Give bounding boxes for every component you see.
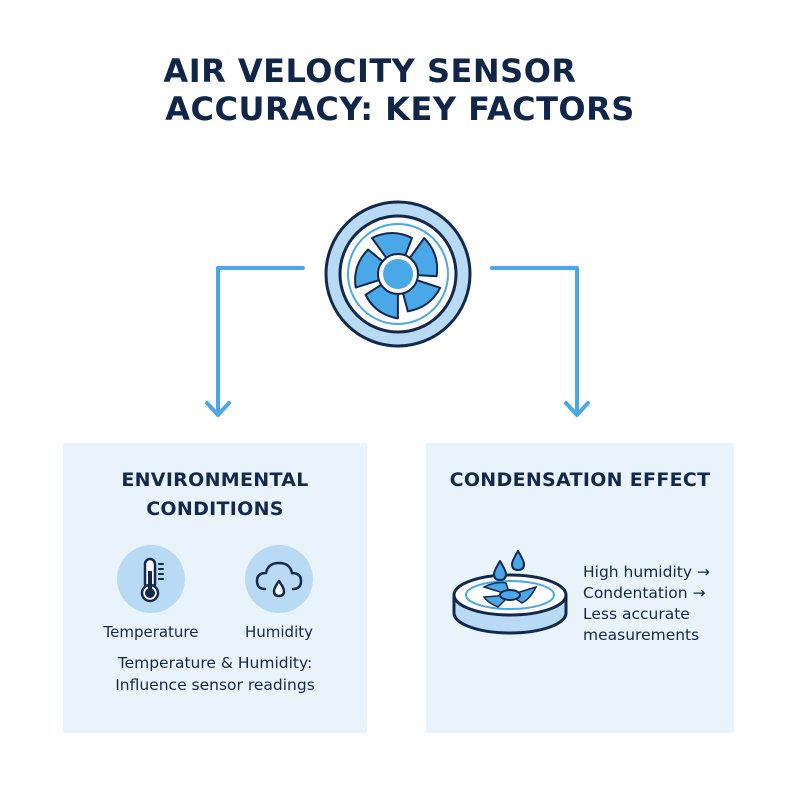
effect-line-2: Condentation → xyxy=(583,584,706,602)
temperature-label: Temperature xyxy=(103,623,199,641)
title-line-2: ACCURACY: KEY FACTORS xyxy=(165,90,635,128)
right-arrow xyxy=(490,266,590,417)
wet-sensor-icon xyxy=(444,543,579,643)
cloud-droplet-icon xyxy=(245,545,313,613)
effect-line-3: Less accurate xyxy=(583,605,690,623)
effect-line-1: High humidity → xyxy=(583,563,710,581)
environmental-caption: Temperature & Humidity: Influence sensor… xyxy=(63,652,367,696)
caption-line-2: Influence sensor readings xyxy=(115,676,315,694)
caption-line-1: Temperature & Humidity: xyxy=(117,654,313,672)
page-title: AIR VELOCITY SENSOR ACCURACY: KEY FACTOR… xyxy=(0,52,800,128)
title-line-1: AIR VELOCITY SENSOR xyxy=(163,52,577,90)
thermometer-icon xyxy=(117,545,185,613)
effect-line-4: measurements xyxy=(583,626,700,644)
condensation-effect-panel: CONDENSATION EFFECT High humidi xyxy=(426,443,734,733)
heading-line-1: ENVIRONMENTAL xyxy=(121,469,309,491)
heading-line-2: CONDITIONS xyxy=(146,498,284,520)
humidity-label: Humidity xyxy=(244,623,313,641)
condensation-effect-heading: CONDENSATION EFFECT xyxy=(449,469,711,491)
condensation-effect-text: High humidity → Condentation → Less accu… xyxy=(583,562,710,646)
fan-sensor-icon xyxy=(324,200,472,348)
environmental-conditions-heading: ENVIRONMENTAL CONDITIONS xyxy=(63,466,367,524)
environmental-conditions-panel: ENVIRONMENTAL CONDITIONS Temperature xyxy=(63,443,367,733)
left-arrow xyxy=(205,266,305,417)
